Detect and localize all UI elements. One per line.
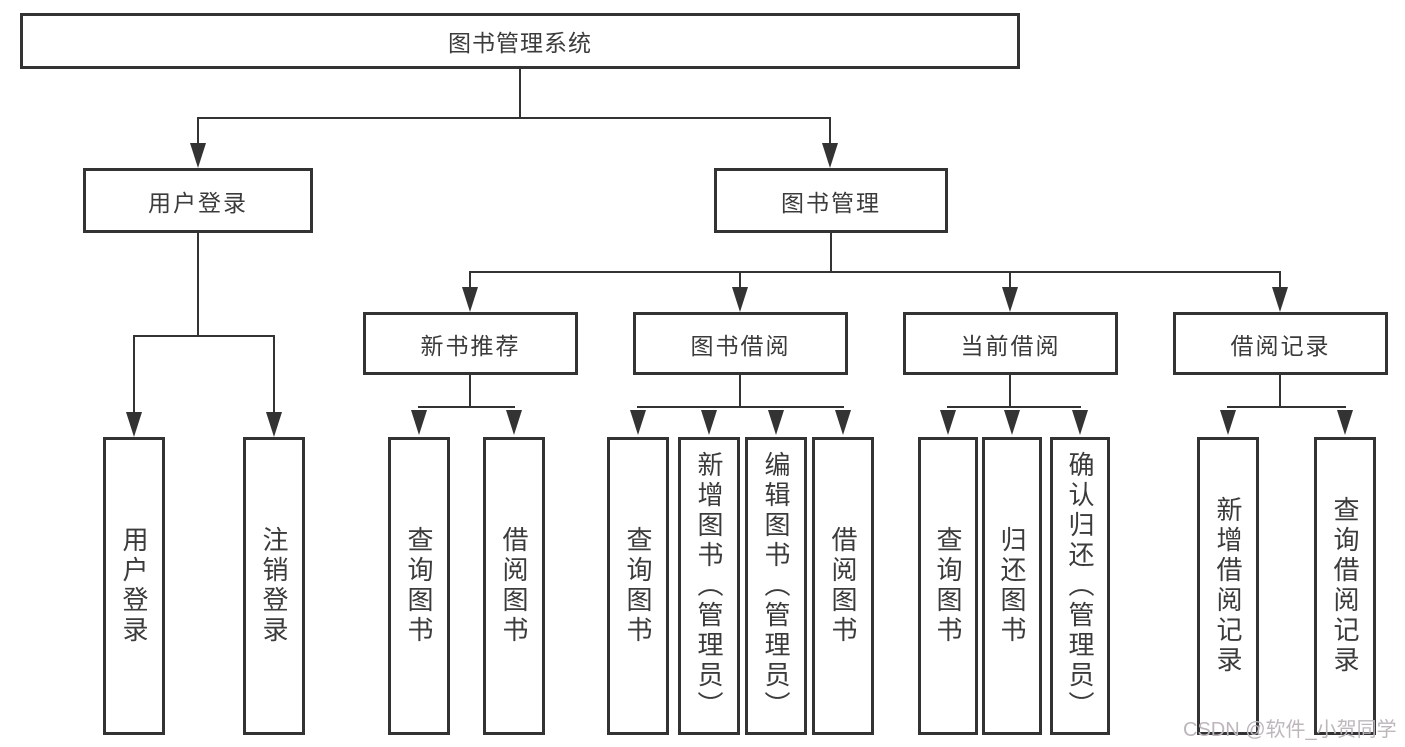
connector-line <box>469 375 471 408</box>
node-user-login-label: 用户登录 <box>148 189 248 216</box>
connector-line <box>1279 271 1281 289</box>
connector-line <box>133 335 275 337</box>
connector-line <box>197 233 199 337</box>
connector-line <box>197 117 199 148</box>
arrow-down-icon <box>1220 410 1236 435</box>
node-root-label: 图书管理系统 <box>448 30 592 56</box>
arrow-down-icon <box>190 143 206 168</box>
leaf-confirm-return-admin: 确认归还（管理员） <box>1050 437 1110 735</box>
leaf-add-books-admin: 新增图书（管理员） <box>678 437 740 735</box>
arrow-down-icon <box>630 410 646 435</box>
connector-line <box>1279 375 1281 408</box>
node-new-book-recommend-label: 新书推荐 <box>420 332 521 359</box>
connector-line <box>947 406 1081 408</box>
leaf-label: 编辑图书（管理员） <box>761 451 791 721</box>
leaf-label: 归还图书 <box>997 526 1027 646</box>
connector-line <box>519 69 521 118</box>
leaf-label: 确认归还（管理员） <box>1065 451 1095 721</box>
leaf-query-borrow-record: 查询借阅记录 <box>1314 437 1376 735</box>
node-current-borrow-label: 当前借阅 <box>960 332 1061 359</box>
leaf-borrow-books-recommend: 借阅图书 <box>483 437 545 735</box>
leaf-query-books-recommend: 查询图书 <box>388 437 450 735</box>
leaf-label: 查询图书 <box>404 526 434 646</box>
leaf-query-books-borrow: 查询图书 <box>607 437 669 735</box>
leaf-label: 查询图书 <box>623 526 653 646</box>
leaf-label: 查询图书 <box>933 526 963 646</box>
connector-line <box>273 335 275 415</box>
arrow-down-icon <box>411 410 427 435</box>
connector-line <box>1227 406 1346 408</box>
connector-line <box>418 406 515 408</box>
arrow-down-icon <box>266 412 282 437</box>
arrow-down-icon <box>1337 410 1353 435</box>
leaf-label: 注销登录 <box>259 526 289 646</box>
leaf-label: 新增图书（管理员） <box>694 451 724 721</box>
node-book-management: 图书管理 <box>714 168 948 233</box>
arrow-down-icon <box>732 287 748 312</box>
leaf-label: 借阅图书 <box>828 526 858 646</box>
node-new-book-recommend: 新书推荐 <box>363 312 578 375</box>
leaf-label: 查询借阅记录 <box>1330 496 1360 676</box>
arrow-down-icon <box>835 410 851 435</box>
connector-line <box>197 117 831 119</box>
leaf-label: 新增借阅记录 <box>1213 496 1243 676</box>
arrow-down-icon <box>768 410 784 435</box>
arrow-down-icon <box>506 410 522 435</box>
arrow-down-icon <box>1272 287 1288 312</box>
leaf-return-books: 归还图书 <box>982 437 1042 735</box>
arrow-down-icon <box>701 410 717 435</box>
connector-line <box>469 271 1281 273</box>
csdn-watermark: CSDN @软件_小贺同学 <box>1183 719 1397 741</box>
leaf-label: 借阅图书 <box>499 526 529 646</box>
node-book-borrow-label: 图书借阅 <box>690 332 791 359</box>
connector-line <box>829 117 831 148</box>
connector-line <box>1009 375 1011 408</box>
connector-line <box>133 335 135 415</box>
arrow-down-icon <box>126 412 142 437</box>
arrow-down-icon <box>462 287 478 312</box>
node-current-borrow: 当前借阅 <box>903 312 1118 375</box>
leaf-add-borrow-record: 新增借阅记录 <box>1197 437 1259 735</box>
arrow-down-icon <box>1072 410 1088 435</box>
connector-line <box>739 271 741 289</box>
arrow-down-icon <box>1002 287 1018 312</box>
leaf-edit-books-admin: 编辑图书（管理员） <box>745 437 807 735</box>
arrow-down-icon <box>1004 410 1020 435</box>
leaf-logout: 注销登录 <box>243 437 305 735</box>
leaf-query-books-current: 查询图书 <box>918 437 978 735</box>
connector-line <box>1009 271 1011 289</box>
arrow-down-icon <box>940 410 956 435</box>
node-book-management-label: 图书管理 <box>781 189 881 216</box>
leaf-user-login: 用户登录 <box>103 437 165 735</box>
arrow-down-icon <box>822 143 838 168</box>
connector-line <box>469 271 471 289</box>
connector-line <box>830 233 832 273</box>
connector-line <box>739 375 741 408</box>
connector-line <box>637 406 844 408</box>
leaf-borrow-books: 借阅图书 <box>812 437 874 735</box>
node-book-borrow: 图书借阅 <box>633 312 848 375</box>
node-root: 图书管理系统 <box>20 13 1020 69</box>
node-borrow-records: 借阅记录 <box>1173 312 1388 375</box>
node-user-login: 用户登录 <box>83 168 313 233</box>
leaf-label: 用户登录 <box>119 526 149 646</box>
node-borrow-records-label: 借阅记录 <box>1230 332 1331 359</box>
